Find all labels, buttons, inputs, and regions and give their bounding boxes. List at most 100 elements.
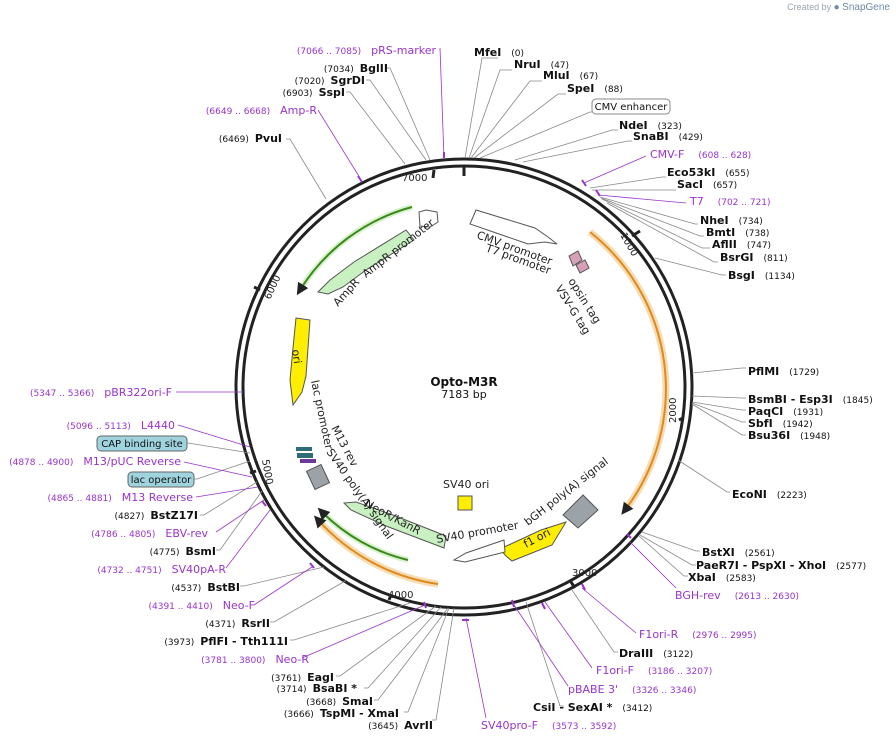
site-csii-name: CsiI - SexAI * <box>533 701 613 714</box>
site-xhoi: PaeR7I - PspXI - XhoI(2577) <box>696 559 866 572</box>
site-mlui-name: MluI <box>543 69 570 82</box>
site-sgrdi-pos: (7020) <box>295 77 325 87</box>
site-bsmbi-pos: (1845) <box>843 396 873 406</box>
site-smai-name: SmaI <box>342 695 373 708</box>
leader-bstxi <box>641 531 700 552</box>
site-sbfi-pos: (1942) <box>783 420 813 430</box>
leader-pvui <box>286 138 327 200</box>
site-pflmi-pos: (1729) <box>789 368 819 378</box>
primer-neo-f-name: Neo-F <box>223 599 255 612</box>
site-saci: SacI(657) <box>677 178 737 191</box>
primer-bgh-rev-name: BGH-rev <box>675 589 721 602</box>
site-sspi-name: SspI <box>319 86 345 99</box>
site-mfei-name: MfeI <box>474 46 501 59</box>
leader-spei <box>473 93 566 159</box>
primer-l4440-range: (5096 .. 5113) <box>67 422 131 432</box>
site-bstbi-name: BstBI <box>207 581 240 594</box>
primer-m13puc-reverse-name: M13/pUC Reverse <box>83 455 181 468</box>
site-bsgi-pos: (1134) <box>765 272 795 282</box>
primer-bgh-rev: BGH-rev (2613 .. 2630) <box>675 589 799 602</box>
site-econi: EcoNI(2223) <box>732 488 807 501</box>
feature-arc-orange-right-line <box>589 231 667 515</box>
site-spei-name: SpeI <box>567 82 594 95</box>
primer-marks <box>261 152 632 621</box>
primer-f1ori-f-range: (3186 .. 3207) <box>648 667 712 677</box>
site-bsabi-name: BsaBI * <box>313 682 358 695</box>
leader-m13puc-reverse <box>183 461 253 478</box>
site-bmti: BmtI(738) <box>706 226 769 239</box>
primer-mark-pbabe3 <box>511 599 515 608</box>
site-bstz17i-pos: (4827) <box>114 512 144 522</box>
site-rsrii: (4371)RsrII <box>205 617 270 630</box>
site-eagi-pos: (3761) <box>271 674 301 684</box>
site-saci-name: SacI <box>677 178 703 191</box>
site-pvui-pos: (6469) <box>219 135 249 145</box>
ampr-arrow <box>316 229 415 295</box>
primer-f1ori-r-name: F1ori-R <box>639 628 679 641</box>
leader-l4440 <box>177 424 251 448</box>
site-bsgi: BsgI(1134) <box>728 269 795 282</box>
leader-m13-reverse <box>195 486 259 498</box>
leader-rsrii <box>270 579 348 623</box>
primer-prs-marker-range: (7066 .. 7085) <box>297 47 361 57</box>
site-nrui-pos: (47) <box>551 61 569 71</box>
primer-mark-f1ori-f <box>541 602 546 610</box>
leader-neo-f <box>253 566 313 606</box>
site-dra3: DraIII(3122) <box>619 647 693 660</box>
f1-ori-arrow <box>499 521 568 562</box>
site-eco53ki-pos: (655) <box>725 169 749 179</box>
site-nhei-pos: (734) <box>739 217 763 227</box>
primer-prs-marker-name: pRS-marker <box>371 44 436 57</box>
tick-1000 <box>631 229 641 238</box>
site-bsmbi: BsmBI - Esp3I(1845) <box>748 393 873 406</box>
leader-pflmi <box>691 367 746 374</box>
site-bglii-name: BglII <box>360 62 388 75</box>
leader-sv40pro-f <box>465 617 487 719</box>
site-sbfi: SbfI (1942) <box>748 417 813 430</box>
tick-5000 <box>249 469 257 475</box>
opsin-tag-box <box>568 250 583 267</box>
site-sbfi-name: SbfI <box>748 417 773 430</box>
leader-bstz17i <box>200 481 258 516</box>
site-econi-pos: (2223) <box>777 491 807 501</box>
primer-neo-r-name: Neo-R <box>275 653 309 666</box>
site-bstxi: BstXI(2561) <box>702 546 775 559</box>
leader-ndei <box>514 129 618 161</box>
feature-label-sv40-ori: SV40 ori <box>443 478 489 491</box>
site-mfei-pos: (0) <box>511 49 524 59</box>
feature-label-sv40-promoter: SV40 promoter <box>435 519 520 546</box>
sv40-promoter-arrow <box>452 539 506 563</box>
primer-mark-f1ori-r <box>581 583 586 591</box>
leader-eagi <box>336 605 437 677</box>
leader-xbai <box>638 535 688 577</box>
primer-ebv-rev-name: EBV-rev <box>165 527 208 540</box>
primer-bgh-rev-range: (2613 .. 2630) <box>735 592 799 602</box>
primer-pbabe3: pBABE 3'(3326 .. 3346) <box>568 683 696 696</box>
site-mlui: MluI(67) <box>543 69 598 82</box>
primer-mark-sv40pa-r <box>261 500 267 507</box>
leader-xmai <box>404 607 450 713</box>
boxed-label-lac-operator: lac operator <box>127 471 195 488</box>
site-rsrii-name: RsrII <box>241 617 270 630</box>
site-avrii: (3645)AvrII <box>368 719 433 732</box>
primer-sv40pa-r: (4732 .. 4751)SV40pA-R <box>97 563 226 576</box>
site-spei-pos: (88) <box>604 85 622 95</box>
site-smai-pos: (3668) <box>306 698 336 708</box>
site-bmti-name: BmtI <box>706 226 735 239</box>
primer-m13puc-reverse: (4878 .. 4900)M13/pUC Reverse <box>9 455 181 468</box>
neor-kanr-arrow <box>342 501 447 549</box>
site-ndei-pos: (323) <box>658 122 682 132</box>
site-pflmi: PflMI(1729) <box>748 365 819 378</box>
leader-avrii <box>432 607 455 721</box>
tick-2000 <box>678 416 684 422</box>
leader-tth111i <box>290 602 411 641</box>
leader-aflii <box>601 198 710 249</box>
site-aflii: AflII(747) <box>712 238 771 251</box>
site-nrui-name: NruI <box>514 58 541 71</box>
leader-mfei <box>464 57 498 159</box>
primer-m13-reverse-range: (4865 .. 4881) <box>48 494 112 504</box>
tick-label-2000: 2000 <box>668 398 679 423</box>
primer-f1ori-f-name: F1ori-F <box>596 664 634 677</box>
leader-xhoi <box>639 534 696 566</box>
tick-marks <box>249 165 684 601</box>
